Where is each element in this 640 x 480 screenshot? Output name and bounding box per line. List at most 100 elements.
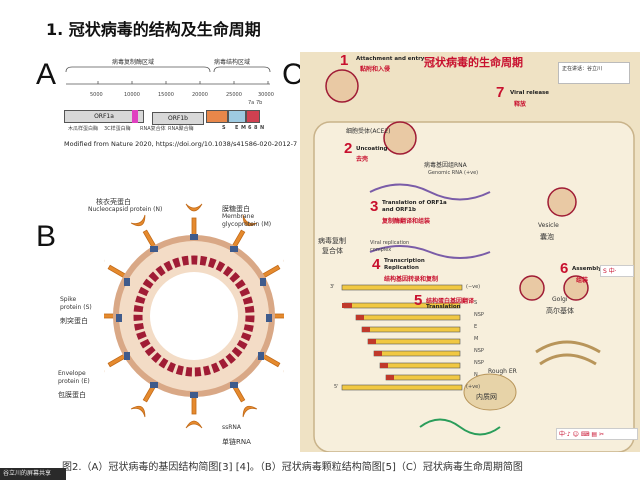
golgi-cn: 高尔基体 [546,307,574,315]
ime-toolbar[interactable]: 中·♪ ☺ ⌨ ▤ ✂ [556,428,638,440]
tick-5000: 5000 [90,92,103,98]
protein-n: N [474,372,478,378]
step-3-number: 3 [370,198,379,215]
figure-caption: 图2.（A）冠状病毒的基因结构简图[3] [4]。（B）冠状病毒颗粒结构简图[5… [62,462,523,473]
genomic-rna-en: Genomic RNA (+ve) [428,170,479,176]
step-2-en: Uncoating [356,146,388,152]
slide-title: 1. 冠状病毒的结构及生命周期 [46,20,261,39]
step-2-cn: 去壳 [356,156,369,163]
step-5-cn: 结构蛋白基因翻译 [426,298,475,305]
ime-badge[interactable]: S 中· [600,265,634,277]
protein-nsp-2: NSP [474,348,484,354]
golgi-en: Golgi [552,296,568,303]
step-3-cn: 复制酶翻译和组装 [382,218,431,225]
screen-share-tag[interactable]: 谷立川的屏幕共享 [0,468,66,480]
protein-nsp-3: NSP [474,360,484,366]
membrane-en2: glycoprotein (M) [222,221,272,228]
membrane-cn: 膜糖蛋白 [222,205,250,213]
papain-label: 木瓜样蛋白酶 [68,126,99,132]
lifecycle-title: 冠状病毒的生命周期 [424,56,523,69]
envelope-en2: protein (E) [58,378,90,385]
step-6-cn: 组装 [576,277,589,284]
ssrna-cn: 单链RNA [222,438,251,446]
gene-s-label: S [222,125,226,131]
tick-20000: 20000 [192,92,208,98]
orf1a-box: ORF1a [64,110,144,123]
receptor-label: 细胞受体(ACE2) [346,128,391,135]
gene-m-label: M [241,125,246,131]
spike-en2: protein (S) [60,304,92,311]
rna-polymerase-label: RNA聚合酶 [168,126,194,132]
em-gene-box [228,110,246,123]
step-2-number: 2 [344,140,353,157]
er-cn: 内质网 [476,393,497,401]
spike-cn: 刺突蛋白 [60,317,88,325]
step-1-en: Attachment and entry [356,56,425,62]
gene-6-label: 6 [248,125,252,131]
replication-region-label: 病毒复制酶区域 [112,59,155,66]
rough-er-en: Rough ER [488,368,517,375]
panel-a-letter: A [36,58,57,91]
tick-10000: 10000 [124,92,140,98]
step-4-number: 4 [372,256,381,273]
genome-ruler [65,66,271,85]
step-4-en1: Transcription [384,258,425,264]
structure-region-label: 病毒结构区域 [214,59,251,66]
step-3-en2: and ORF1b [382,207,416,213]
orf1b-box: ORF1b [152,112,204,125]
orf1a-marker [132,110,138,123]
rna-5prime-bottom: 5' [334,384,339,390]
vesicle-cn: 囊泡 [540,233,554,241]
panel-c-letter: C [282,58,304,91]
speaking-indicator[interactable]: 正在讲话：谷立川 [558,62,630,84]
label-7b: 7b [256,100,263,106]
gene-e-label: E [235,125,239,131]
step-7-en: Viral release [510,90,550,96]
citation: Modified from Nature 2020, https://doi.o… [64,140,298,148]
step-4-cn: 结构基因转录和复制 [384,276,439,283]
spike-gene-box [206,110,228,123]
gene-n-label: N [260,125,265,131]
rna-3prime-top: 3' [330,284,335,290]
step-7-number: 7 [496,84,505,101]
nucleocapsid-cn: 核衣壳蛋白 [96,198,131,206]
step-3-en1: Translation of ORF1a [382,200,447,206]
tick-15000: 15000 [158,92,174,98]
lifecycle-diagram [313,69,635,452]
tick-30000: 30000 [258,92,274,98]
protein-e: E [474,324,478,330]
label-7a: 7a [248,100,255,106]
protein-m: M [474,336,479,342]
membrane-en1: Membrane [222,213,255,220]
envelope-en1: Envelope [58,370,86,377]
replication-complex-cn1: 病毒复制 [318,237,346,245]
step-4-en2: Replication [384,265,419,271]
ve-plus-label: (+ve) [466,384,481,390]
step-5-en: Translation [426,304,461,310]
protein-nsp-1: NSP [474,312,484,318]
replication-complex-en1: Viral replication [370,240,410,246]
envelope-cn: 包膜蛋白 [58,391,86,399]
3c-protease-label: 3C样蛋白酶 [104,126,131,132]
step-1-number: 1 [340,52,349,69]
nucleocapsid-en: Nucleocapsid protein (N) [88,206,163,213]
step-6-en: Assembly [572,266,602,272]
spike-en1: Spike [60,296,77,303]
protein-s: S [474,300,478,306]
step-6-number: 6 [560,260,569,277]
screen-share-text: 谷立川的屏幕共享 [3,470,52,477]
genomic-rna-cn: 病毒基因组RNA [424,162,467,169]
speaking-text: 正在讲话：谷立川 [562,66,603,72]
tick-25000: 25000 [226,92,242,98]
ssrna-en: ssRNA [222,424,242,431]
step-1-cn: 黏附和入侵 [360,66,391,73]
step-5-number: 5 [414,292,423,309]
rna-complex-label: RNA复合体 [140,126,166,132]
ve-minus-label: (−ve) [466,284,481,290]
step-7-cn: 释放 [514,101,527,108]
replication-complex-cn2: 复合体 [322,247,343,255]
n-gene-box [246,110,260,123]
gene-8-label: 8 [254,125,258,131]
vesicle-en: Vesicle [538,222,559,229]
virion-diagram [104,203,284,429]
